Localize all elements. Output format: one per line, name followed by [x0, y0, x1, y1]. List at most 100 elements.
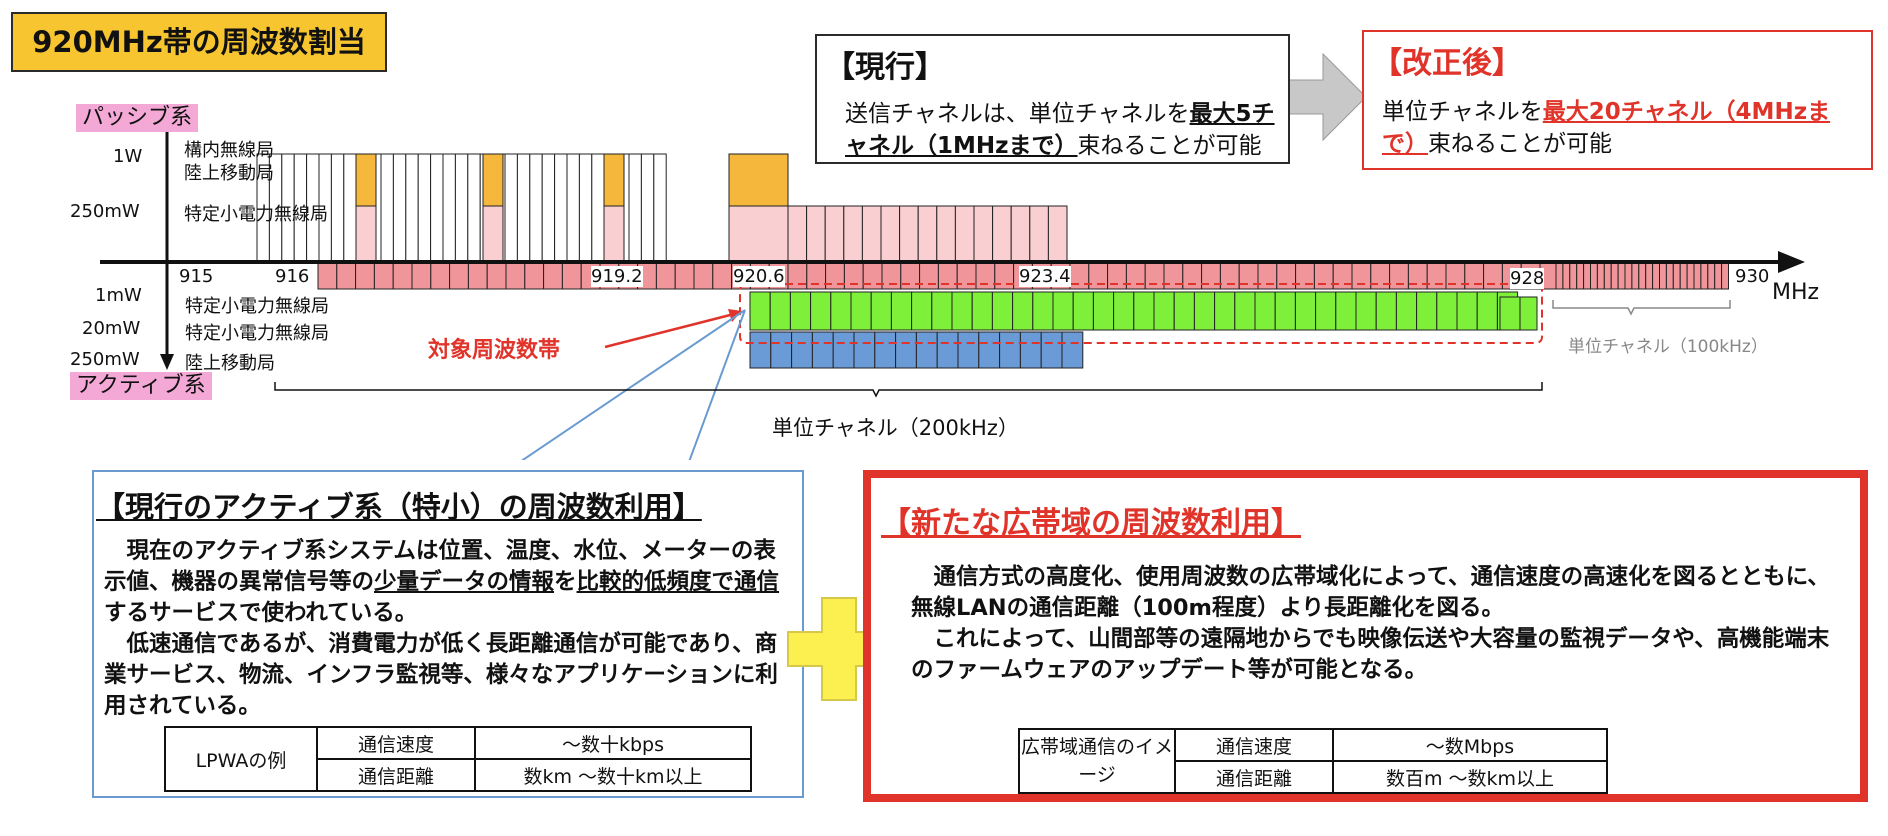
passive-channel [442, 153, 456, 262]
left-panel-heading: 【現行のアクティブ系（特小）の周波数利用】 [96, 490, 702, 524]
passive-channel [417, 153, 432, 262]
callout-line-right [688, 309, 746, 460]
active-1mw-channel [1201, 262, 1221, 290]
active-250mw-channel [915, 331, 938, 369]
active-20mw-channel [1274, 291, 1296, 331]
active-20mw-channel [1012, 291, 1034, 331]
active-1mw-channel [1238, 262, 1259, 290]
active-1mw-channel [975, 262, 996, 290]
passive-channel [454, 153, 469, 262]
active-100k-channel [1659, 262, 1667, 290]
lpwa-speed-value: ～数十kbps [474, 726, 752, 760]
tick-923-4: 923.4 [1019, 266, 1071, 287]
active-20mw-channel [931, 291, 953, 331]
active-20mw-channel [1234, 291, 1256, 331]
passive-channel [591, 153, 605, 262]
passive-250mw-channel [482, 205, 504, 262]
label-land-mobile-top: 陸上移動局 [184, 163, 274, 184]
revised-rule-box: 【改正後】 単位チャネルを最大20チャネル（4MHzまで）束ねることが可能 [1362, 30, 1873, 170]
passive-channel [405, 153, 419, 262]
passive-250mw-channel [824, 205, 845, 262]
active-1mw-channel [1163, 262, 1184, 290]
active-1mw-channel [411, 262, 432, 290]
right-panel-body: 通信方式の高度化、使用周波数の広帯域化によって、通信速度の高速化を図るとともに、… [911, 564, 1830, 683]
active-1mw-channel [655, 262, 676, 290]
active-100k-channel [1665, 262, 1674, 290]
active-20mw-channel [789, 291, 812, 331]
active-1mw-channel [937, 262, 958, 290]
passive-channel [640, 153, 655, 262]
active-20mw-channel [1072, 291, 1094, 331]
active-100k-channel [1631, 262, 1640, 290]
passive-channel [628, 153, 642, 262]
target-band-label: 対象周波数帯 [428, 338, 561, 363]
active-20mw-channel [991, 291, 1014, 331]
active-1mw-channel [392, 262, 413, 290]
active-1mw-channel [919, 262, 939, 290]
passive-250mw-channel [917, 205, 938, 262]
active-1mw-channel [1069, 262, 1090, 290]
active-1mw-channel [1144, 262, 1165, 290]
passive-1w-channel [355, 153, 377, 207]
passive-250mw-channel [992, 205, 1012, 262]
active-1mw-channel [449, 262, 469, 290]
active-1mw-channel [355, 262, 375, 290]
passive-250mw-channel [1029, 205, 1049, 262]
passive-channel [541, 153, 556, 262]
active-20mw-channel [1335, 291, 1357, 331]
active-20mw-channel [1032, 291, 1054, 331]
freq-unit: MHz [1772, 280, 1820, 305]
active-1mw-channel [336, 262, 357, 290]
passive-250mw-channel [787, 205, 808, 262]
active-100k-channel [1652, 262, 1660, 290]
passive-channel [467, 153, 481, 262]
passive-250mw-channel [880, 205, 901, 262]
axis-arrowhead [1778, 251, 1805, 273]
passive-1w-channel [728, 153, 789, 207]
active-100k-channel [1638, 262, 1647, 290]
passive-250mw-channel [843, 205, 863, 262]
tick-930: 930 [1735, 266, 1770, 287]
power-1w: 1W [113, 146, 143, 167]
page-title: 920MHz帯の周波数割当 [11, 12, 387, 72]
active-1mw-channel [806, 262, 827, 290]
passive-250mw-channel [603, 205, 625, 262]
tick-915: 915 [179, 266, 214, 287]
passive-channel [516, 153, 531, 262]
passive-1w-channel [603, 153, 625, 207]
passive-channel [566, 153, 580, 262]
active-100k-channel [1700, 262, 1709, 290]
wideband-name: 広帯域通信のイメージ [1018, 728, 1176, 794]
active-20mw-channel [1519, 296, 1538, 331]
active-1mw-channel [373, 262, 394, 290]
active-20mw-channel [1375, 291, 1397, 331]
active-1mw-channel [674, 262, 695, 290]
active-250mw-channel [957, 331, 980, 369]
active-20mw-channel [1153, 291, 1175, 331]
lpwa-name: LPWAの例 [164, 726, 318, 792]
active-1mw-channel [486, 262, 507, 290]
active-20mw-channel [1355, 291, 1377, 331]
frequency-allocation-diagram [100, 52, 1805, 460]
target-arrow [604, 311, 739, 349]
passive-channel [653, 153, 667, 262]
active-1mw-channel [1295, 262, 1315, 290]
active-20mw-channel [850, 291, 872, 331]
active-1mw-channel [543, 262, 563, 290]
active-250mw-channel [895, 331, 917, 369]
lpwa-table: LPWAの例 通信速度 ～数十kbps 通信距離 数km ～数十km以上 [164, 726, 752, 792]
active-20mw-channel [911, 291, 933, 331]
passive-250mw-channel [806, 205, 826, 262]
passive-channel [578, 153, 593, 262]
new-wideband-usage-panel: 【新たな広帯域の周波数利用】 通信方式の高度化、使用周波数の広帯域化によって、通… [863, 470, 1868, 802]
label-premise-station: 構内無線局 [184, 140, 274, 161]
active-1mw-channel [1389, 262, 1409, 290]
active-20mw-channel [1193, 291, 1216, 331]
revised-heading: 【改正後】 [1372, 46, 1522, 81]
active-100k-channel [1679, 262, 1688, 290]
label-slp-top: 特定小電力無線局 [184, 204, 328, 225]
brace-200k [274, 382, 1543, 398]
active-100k-channel [1672, 262, 1681, 290]
active-label: アクティブ系 [70, 372, 212, 400]
passive-channel [343, 153, 357, 262]
